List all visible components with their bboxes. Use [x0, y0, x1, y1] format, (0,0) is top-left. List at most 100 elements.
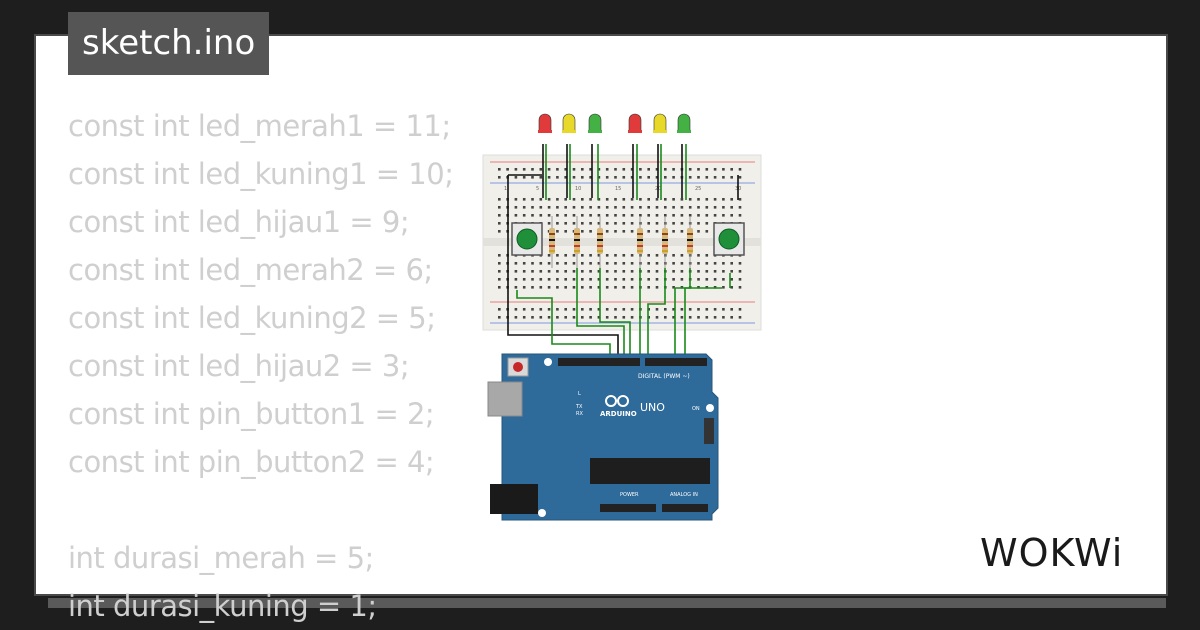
file-tab[interactable]: sketch.ino [68, 12, 270, 75]
led-green[interactable] [677, 113, 691, 133]
breadboard-hole [647, 278, 650, 281]
led-group [538, 113, 691, 133]
breadboard-hole [655, 286, 659, 289]
wokwi-logo[interactable]: WOKWi [978, 528, 1150, 576]
breadboard-hole [738, 198, 742, 201]
breadboard-hole [630, 278, 634, 281]
breadboard-hole [522, 316, 526, 319]
breadboard-hole [564, 222, 567, 225]
resistor [597, 216, 603, 268]
breadboard-hole [688, 214, 692, 217]
breadboard-hole [680, 198, 684, 201]
breadboard-hole [730, 176, 733, 179]
code-line: const int led_hijau1 = 9; [68, 205, 410, 239]
breadboard-hole [622, 254, 626, 257]
circuit-diagram[interactable]: 1 5 10 15 20 25 30 [480, 108, 765, 528]
breadboard-hole [539, 316, 543, 319]
pushbutton-1[interactable] [511, 222, 543, 256]
breadboard-hole [722, 270, 725, 273]
breadboard-hole [614, 214, 617, 217]
breadboard-hole [647, 262, 650, 265]
breadboard-hole [564, 278, 567, 281]
breadboard-hole [547, 168, 551, 171]
breadboard-hole [655, 176, 659, 179]
breadboard-hole [680, 316, 684, 319]
breadboard-hole [514, 176, 518, 179]
breadboard-hole [630, 222, 634, 225]
breadboard-hole [605, 262, 609, 265]
breadboard-hole [722, 286, 725, 289]
breadboard-hole [680, 262, 684, 265]
breadboard-hole [614, 230, 617, 233]
breadboard-hole [622, 270, 626, 273]
breadboard-hole [622, 230, 626, 233]
breadboard-hole [622, 308, 626, 311]
breadboard-hole [655, 206, 659, 209]
breadboard-hole [655, 222, 659, 225]
breadboard-hole [605, 168, 609, 171]
breadboard-hole [597, 168, 601, 171]
breadboard-hole [614, 176, 617, 179]
breadboard-hole [572, 198, 576, 201]
led-red[interactable] [538, 113, 552, 133]
breadboard-hole [672, 198, 675, 201]
breadboard-hole [672, 230, 675, 233]
arduino-uno-board[interactable]: DIGITAL (PWM ~) UNO ARDUINO POWER ANALOG… [487, 353, 719, 521]
breadboard-hole [672, 168, 675, 171]
col-label-10: 10 [575, 186, 581, 192]
breadboard-hole [705, 262, 709, 265]
breadboard-hole [581, 286, 584, 289]
breadboard-hole [572, 262, 576, 265]
breadboard-hole [531, 278, 534, 281]
breadboard-hole [522, 176, 526, 179]
code-line: const int led_kuning1 = 10; [68, 157, 454, 191]
breadboard-hole [680, 222, 684, 225]
led-red[interactable] [628, 113, 642, 133]
breadboard-hole [630, 206, 634, 209]
breadboard-hole [705, 222, 709, 225]
code-editor[interactable]: const int led_merah1 = 11;const int led_… [68, 102, 454, 630]
breadboard-hole [705, 206, 709, 209]
breadboard-hole [514, 316, 518, 319]
pushbutton-2[interactable] [713, 222, 745, 256]
wire-group [507, 144, 739, 356]
breadboard-hole [738, 270, 742, 273]
code-line: int durasi_kuning = 1; [68, 589, 377, 623]
breadboard-hole [722, 214, 725, 217]
breadboard-hole [572, 278, 576, 281]
breadboard-hole [622, 262, 626, 265]
breadboard-hole [522, 262, 526, 265]
breadboard-hole [647, 222, 650, 225]
breadboard-hole [531, 270, 534, 273]
breadboard-hole [605, 198, 609, 201]
code-line: int durasi_merah = 5; [68, 541, 374, 575]
breadboard-hole [713, 176, 717, 179]
breadboard-hole [730, 262, 733, 265]
breadboard-hole [655, 308, 659, 311]
breadboard-hole [705, 254, 709, 257]
breadboard-hole [664, 316, 667, 319]
breadboard-hole [564, 198, 567, 201]
breadboard-hole [522, 286, 526, 289]
breadboard-hole [581, 214, 584, 217]
card-shadow [48, 598, 1166, 608]
breadboard-hole [531, 262, 534, 265]
led-yellow[interactable] [653, 113, 667, 133]
breadboard-hole [730, 308, 733, 311]
breadboard-hole [597, 308, 601, 311]
breadboard-hole [597, 286, 601, 289]
breadboard-hole [539, 168, 543, 171]
breadboard-hole [614, 168, 617, 171]
breadboard-hole [713, 262, 717, 265]
breadboard-hole [697, 230, 700, 233]
breadboard-hole [522, 308, 526, 311]
breadboard-hole [564, 286, 567, 289]
led-yellow[interactable] [562, 113, 576, 133]
breadboard-hole [614, 308, 617, 311]
breadboard-hole [605, 316, 609, 319]
breadboard-hole [556, 316, 559, 319]
led-green[interactable] [588, 113, 602, 133]
breadboard-hole [705, 308, 709, 311]
breadboard-hole [622, 316, 626, 319]
breadboard-hole [597, 206, 601, 209]
